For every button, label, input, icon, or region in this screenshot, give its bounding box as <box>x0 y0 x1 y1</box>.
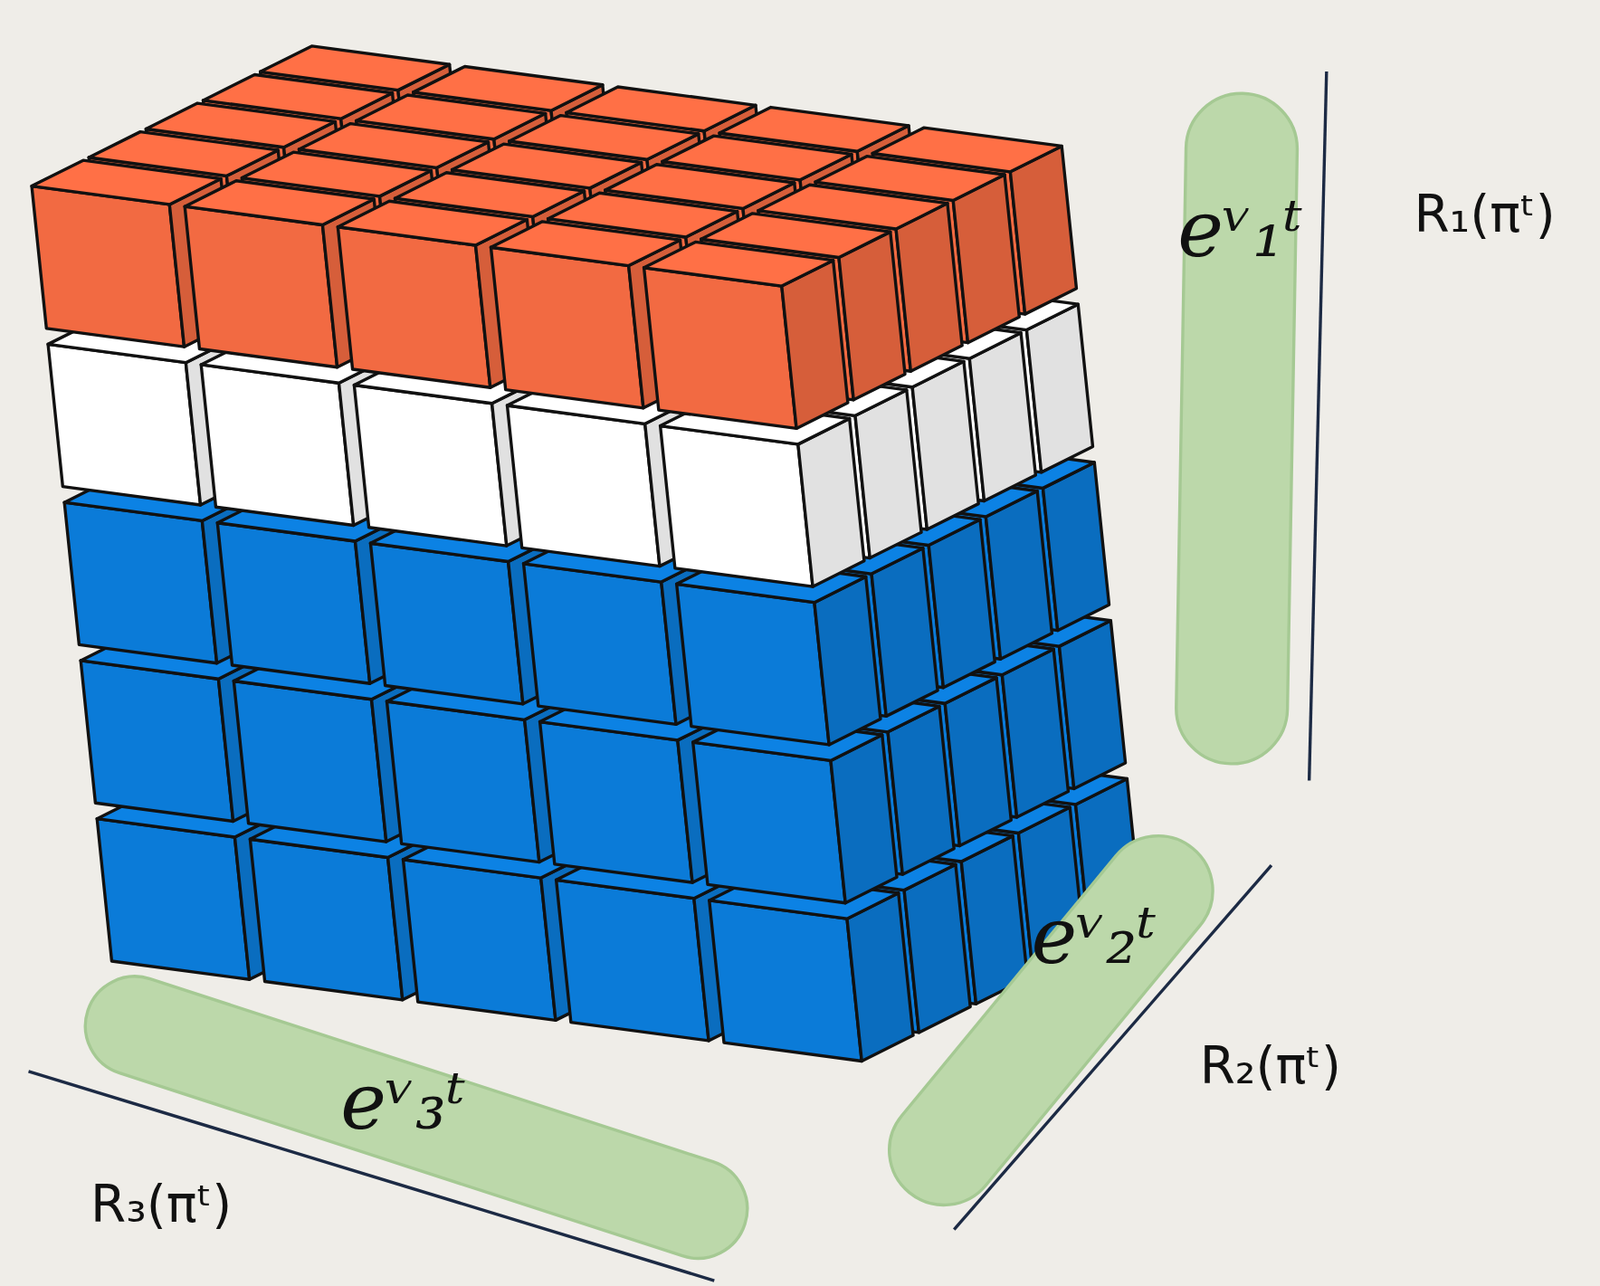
exponent-label: eᵛ₃ᵗ <box>340 1063 466 1142</box>
cube-face <box>1009 145 1077 315</box>
cube-face <box>217 523 370 685</box>
cube-face <box>353 384 506 546</box>
cube-face <box>798 418 865 587</box>
cube-face <box>184 206 337 368</box>
cube-face <box>556 879 709 1041</box>
cube-face <box>64 502 217 664</box>
axis-label: R₂(πᵗ) <box>1200 1040 1342 1092</box>
cube-face <box>838 231 905 400</box>
cube-face <box>912 361 979 530</box>
value-band: eᵛ₁ᵗ <box>1173 90 1300 766</box>
cube-face <box>904 864 971 1033</box>
cube-face <box>693 742 846 904</box>
cube-face <box>1001 648 1068 818</box>
cube-face <box>47 343 200 505</box>
cube-face <box>490 221 680 267</box>
cube-face <box>507 405 660 567</box>
cube-face <box>370 542 523 705</box>
cube-face <box>1042 462 1109 631</box>
cube-face <box>676 583 829 745</box>
axis-label: R₃(πᵗ) <box>90 1178 232 1229</box>
cube-face <box>969 333 1036 502</box>
cube-face <box>644 241 834 286</box>
cube-face <box>847 893 914 1062</box>
cube-face <box>337 200 527 246</box>
cube-face <box>814 576 881 745</box>
cube-face <box>386 701 539 863</box>
cube-face <box>96 819 249 981</box>
cube-face <box>871 548 938 717</box>
cube-face <box>249 838 402 1000</box>
exponent-label: eᵛ₁ᵗ <box>1177 190 1303 269</box>
cube-face <box>660 426 813 588</box>
cube-face <box>1059 620 1126 790</box>
cube-face <box>644 267 797 429</box>
cube-face <box>855 390 922 559</box>
cube-face <box>928 519 995 688</box>
cube-face <box>709 900 862 1062</box>
cube-face <box>490 247 643 409</box>
cube-face <box>31 160 221 205</box>
cube-face <box>944 677 1011 847</box>
cube-face <box>540 722 693 884</box>
cube-face <box>1026 304 1093 473</box>
cube-face <box>402 859 555 1021</box>
cube-face <box>985 491 1052 660</box>
axis-label: R₁(πᵗ) <box>1413 189 1555 240</box>
exponent-label: eᵛ₂ᵗ <box>1031 897 1157 976</box>
cube-face <box>830 734 897 904</box>
cube-face <box>781 260 848 429</box>
cube-face <box>895 203 962 372</box>
cube-face <box>952 174 1020 343</box>
axis-line <box>1309 71 1327 781</box>
cube-face <box>233 680 386 842</box>
cube-face <box>887 705 954 875</box>
cube-face <box>184 180 374 226</box>
cube-face <box>523 563 677 725</box>
cube-face <box>337 227 490 389</box>
cube-face <box>31 186 184 348</box>
cube-face <box>80 660 233 822</box>
cube-face <box>200 364 353 526</box>
